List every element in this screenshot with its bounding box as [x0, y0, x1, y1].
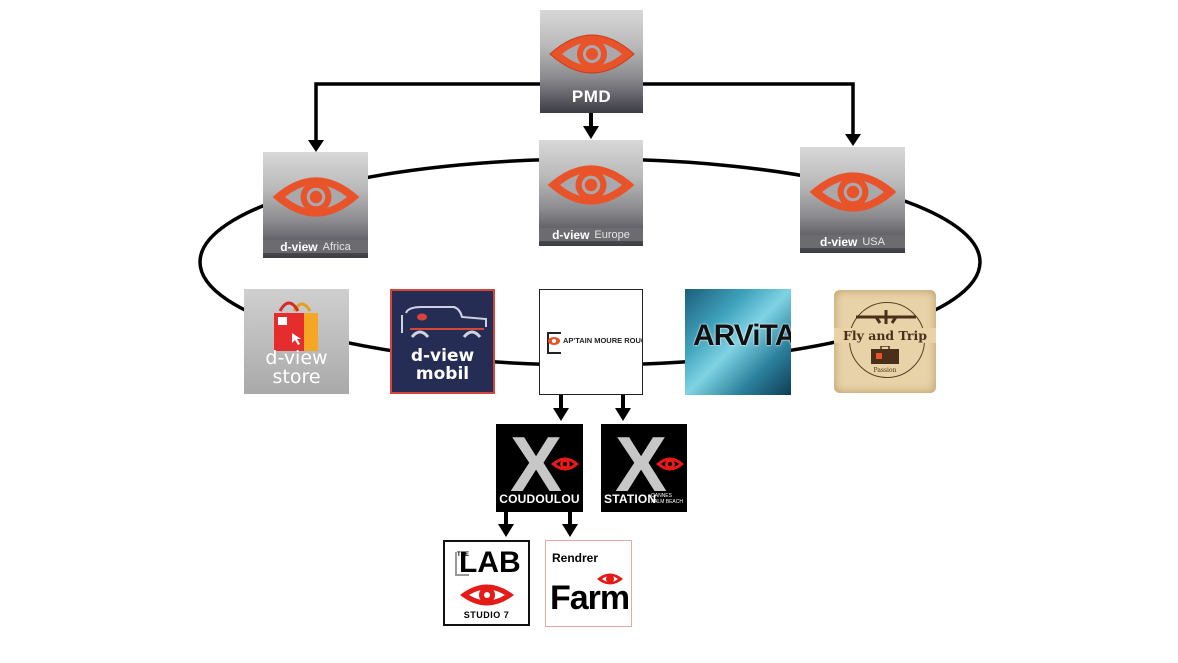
- arvita-label: ARViTA: [693, 319, 791, 352]
- node-arvita[interactable]: ARViTA: [685, 289, 791, 395]
- captain-label: AP'TAIN MOURE ROUGE: [563, 336, 643, 345]
- arrowhead-lab: [498, 524, 514, 537]
- region-text: Africa: [322, 240, 351, 253]
- node-the-lab-studio-7[interactable]: THE LAB STUDIO 7: [443, 540, 530, 626]
- station-sub2: PALM BEACH: [651, 499, 683, 505]
- fly-label: Fly and Trip: [834, 328, 936, 343]
- lab-the-label: THE: [455, 552, 469, 576]
- node-fly-and-trip[interactable]: Fly and Trip Passion: [834, 290, 936, 393]
- brand-text: d-view: [552, 227, 590, 242]
- mobil-line1: d-view: [410, 346, 475, 366]
- brand-text: d-view: [280, 239, 318, 254]
- lab-sub-label: STUDIO 7: [463, 610, 510, 620]
- brand-text: d-view: [820, 234, 858, 249]
- fly-sub-label: Passion: [873, 367, 897, 374]
- node-pmd[interactable]: PMD: [540, 10, 643, 113]
- station-label: STATION: [604, 492, 657, 506]
- dview-africa-label: d-view Africa: [263, 239, 368, 254]
- lab-label: LAB: [459, 546, 521, 579]
- shopping-bag-icon: [274, 301, 318, 351]
- eye-icon: [548, 336, 560, 345]
- edge-pmd-africa: [314, 82, 540, 146]
- van-icon: [401, 306, 487, 338]
- eye-icon: [548, 34, 635, 74]
- arrowhead-station: [615, 408, 631, 421]
- node-dview-store[interactable]: d-view store: [244, 289, 349, 394]
- suitcase-icon: [871, 346, 899, 364]
- station-sub1: CANNES: [651, 493, 672, 499]
- node-dview-mobil[interactable]: d-view mobil: [390, 289, 495, 394]
- region-text: USA: [862, 235, 885, 248]
- station-sub-label: CANNES PALM BEACH: [651, 493, 683, 505]
- eye-icon: [547, 165, 635, 205]
- eye-icon: [551, 457, 579, 471]
- render-top-label: Rendrer: [552, 551, 599, 565]
- captain-logo: AP'TAIN MOURE ROUGE: [548, 336, 643, 345]
- node-captain-moure-rouge[interactable]: AP'TAIN MOURE ROUGE: [539, 289, 643, 395]
- node-x-station[interactable]: X STATION CANNES PALM BEACH: [601, 424, 687, 512]
- node-dview-europe[interactable]: d-view Europe: [539, 140, 643, 246]
- pmd-label: PMD: [571, 87, 612, 106]
- edge-pmd-usa: [643, 82, 855, 140]
- render-label: Farm: [550, 579, 630, 617]
- dview-usa-label: d-view USA: [800, 234, 905, 249]
- region-text: Europe: [594, 228, 630, 241]
- arrowhead-africa: [308, 140, 324, 152]
- eye-icon: [272, 177, 359, 217]
- eye-icon: [656, 457, 684, 471]
- node-rendrer-farm[interactable]: Rendrer Farm: [545, 540, 632, 627]
- mobil-label: d-view mobil: [392, 347, 493, 383]
- eye-icon: [460, 584, 514, 606]
- dview-europe-label: d-view Europe: [539, 227, 643, 242]
- coudoulou-label: COUDOULOU: [499, 492, 580, 506]
- arrowhead-europe: [583, 126, 599, 139]
- store-line1: d-view: [265, 347, 328, 369]
- node-dview-usa[interactable]: d-view USA: [800, 147, 905, 253]
- airplane-icon: [856, 310, 916, 324]
- node-dview-africa[interactable]: d-view Africa: [263, 152, 368, 258]
- mobil-line2: mobil: [415, 364, 470, 384]
- eye-icon: [597, 573, 623, 585]
- store-line2: store: [272, 366, 321, 388]
- eye-icon: [809, 172, 896, 212]
- arrowhead-usa: [845, 134, 861, 146]
- arrowhead-coudoulou: [553, 408, 569, 421]
- arrowhead-render: [562, 524, 578, 537]
- node-x-coudoulou[interactable]: X COUDOULOU: [496, 424, 583, 512]
- captain-bracket-shape: [547, 332, 561, 354]
- store-label: d-view store: [244, 349, 349, 387]
